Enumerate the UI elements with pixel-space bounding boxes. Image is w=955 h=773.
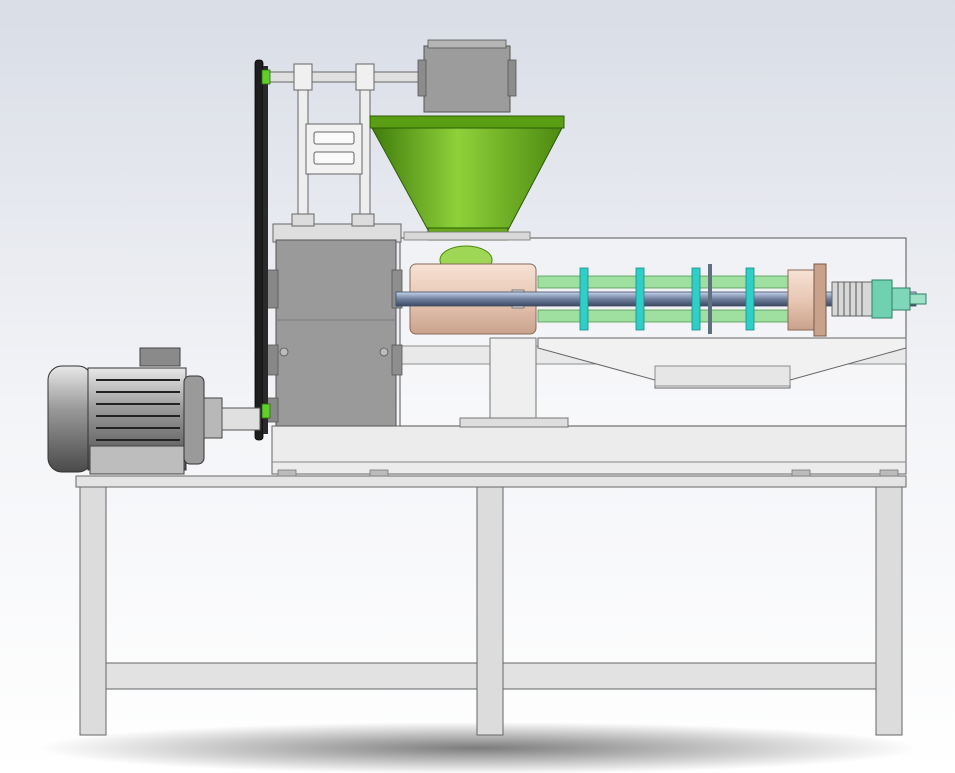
support-table-icon	[75, 475, 907, 736]
feed-hopper-icon	[369, 115, 565, 275]
gearbox-icon	[265, 223, 403, 427]
drive-belt-icon	[254, 59, 271, 441]
press-barrel-icon	[395, 263, 927, 337]
electric-motor-icon	[47, 347, 261, 475]
upper-drive	[261, 39, 517, 227]
base-frame	[271, 425, 907, 477]
floor-shadow	[38, 722, 918, 773]
